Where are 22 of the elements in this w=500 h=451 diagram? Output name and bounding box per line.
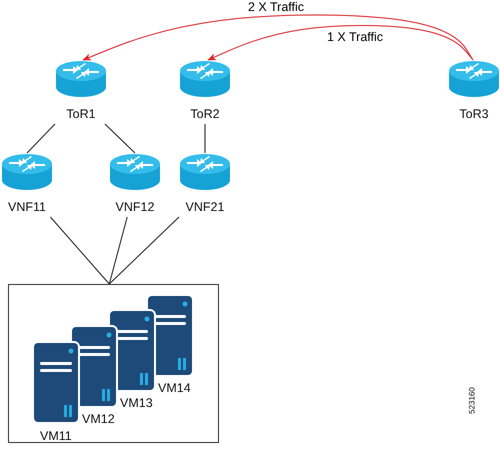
vm-label: VM12 bbox=[82, 412, 115, 426]
router-label: ToR3 bbox=[458, 107, 490, 121]
edge-label: 2 X Traffic bbox=[246, 0, 306, 14]
figure-number: 523160 bbox=[468, 386, 476, 416]
server-group-box bbox=[8, 284, 219, 443]
arrow bbox=[82, 14, 474, 60]
router-label: VNF21 bbox=[184, 200, 226, 214]
edge-label: 1 X Traffic bbox=[324, 30, 386, 44]
router-label: VNF12 bbox=[114, 200, 156, 214]
vm-label: VM14 bbox=[158, 381, 191, 395]
vm-label: VM11 bbox=[40, 429, 72, 443]
connector-line bbox=[50, 216, 110, 284]
router-label: ToR1 bbox=[65, 107, 97, 121]
connector-line bbox=[204, 124, 206, 154]
connector-line bbox=[108, 216, 128, 284]
router-label: VNF11 bbox=[7, 200, 47, 214]
arrow bbox=[207, 25, 474, 60]
connector-line bbox=[108, 216, 180, 284]
router-label: ToR2 bbox=[189, 107, 221, 121]
connector-line bbox=[26, 124, 56, 154]
connector-line bbox=[104, 124, 136, 154]
vm-label: VM13 bbox=[120, 396, 153, 410]
